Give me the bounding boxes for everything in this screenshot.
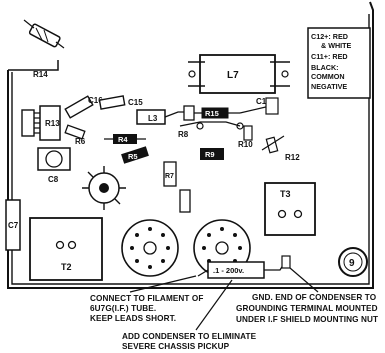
coil-l3: L3 — [136, 105, 195, 125]
note-filament: CONNECT TO FILAMENT OF 6U7G(I.F.) TUBE. … — [90, 294, 203, 323]
resistor-r4: R4 — [104, 134, 146, 144]
label-t2: T2 — [61, 262, 72, 272]
resistor-r10: R10 — [238, 125, 253, 149]
svg-text:6U7G(I.F.) TUBE.: 6U7G(I.F.) TUBE. — [90, 304, 156, 313]
transformer-t2: T2 — [29, 217, 103, 281]
svg-text:ADD CONDENSER TO ELIMINATE: ADD CONDENSER TO ELIMINATE — [122, 332, 257, 341]
legend-line-1: C12+: RED — [311, 32, 348, 41]
note-add-condenser: ADD CONDENSER TO ELIMINATE SEVERE CHASSI… — [122, 332, 257, 351]
label-r14: R14 — [33, 70, 48, 79]
label-r5: R5 — [128, 152, 138, 161]
legend-line-4: BLACK: — [311, 63, 339, 72]
resistor-r15: R15 — [194, 107, 240, 119]
legend-line-3: C11+: RED — [311, 52, 348, 61]
label-r10: R10 — [238, 140, 253, 149]
label-r15: R15 — [205, 109, 219, 118]
resistor-r6: R6 — [64, 124, 86, 146]
svg-text:GND. END OF CONDENSER TO: GND. END OF CONDENSER TO — [252, 293, 377, 302]
tube-socket-center — [82, 166, 126, 210]
resistor-r8: R8 — [178, 121, 244, 139]
label-c15: C15 — [128, 98, 143, 107]
resistor-r12: R12 — [261, 135, 300, 162]
note-ground: GND. END OF CONDENSER TO GROUNDING TERMI… — [236, 293, 378, 324]
label-c16: C16 — [88, 96, 103, 105]
connector-9: 9 — [338, 247, 368, 277]
svg-text:SEVERE CHASSIS PICKUP: SEVERE CHASSIS PICKUP — [122, 342, 230, 351]
capacitor-c15: C15 — [98, 95, 143, 110]
label-c14: C14 — [256, 97, 271, 106]
tube-socket-left — [121, 219, 179, 277]
resistor-r9: R9 — [200, 148, 224, 160]
resistor-r14: R14 — [23, 19, 65, 79]
label-l7: L7 — [227, 70, 239, 81]
resistor-r7: R7 — [163, 161, 191, 213]
transformer-t3: T3 — [264, 182, 316, 236]
lead-color-legend: C12+: RED & WHITE C11+: RED BLACK: COMMO… — [307, 27, 371, 99]
capacitor-c7: C7 — [5, 199, 21, 251]
svg-text:CONNECT TO FILAMENT OF: CONNECT TO FILAMENT OF — [90, 294, 203, 303]
legend-line-6: NEGATIVE — [311, 82, 347, 91]
label-r7: R7 — [165, 173, 174, 180]
capacitor-c8: C8 — [37, 147, 71, 184]
label-t3: T3 — [280, 189, 291, 199]
legend-line-5: COMMON — [311, 72, 345, 81]
label-r12: R12 — [285, 153, 300, 162]
label-9: 9 — [349, 258, 355, 269]
label-r4: R4 — [118, 135, 128, 144]
label-l3: L3 — [148, 114, 158, 123]
capacitor-c14: C14 — [239, 97, 279, 115]
label-c8: C8 — [48, 175, 59, 184]
svg-text:GROUNDING TERMINAL MOUNTED: GROUNDING TERMINAL MOUNTED — [236, 304, 378, 313]
choke-l7: L7 — [188, 54, 290, 94]
label-r13: R13 — [45, 119, 60, 128]
legend-line-2: & WHITE — [321, 41, 352, 50]
label-r8: R8 — [178, 130, 189, 139]
label-r6: R6 — [75, 137, 86, 146]
added-condenser: .1 - 200v. — [197, 255, 291, 279]
leader-lines — [129, 267, 319, 331]
resistor-r5: R5 — [121, 146, 149, 164]
label-cap-value: .1 - 200v. — [213, 266, 244, 275]
capacitor-c16: C16 — [64, 95, 103, 119]
potentiometer-r13: R13 — [21, 105, 61, 141]
svg-text:KEEP LEADS SHORT.: KEEP LEADS SHORT. — [90, 314, 176, 323]
svg-text:UNDER I.F SHIELD MOUNTING NUT: UNDER I.F SHIELD MOUNTING NUT — [236, 315, 378, 324]
label-c7: C7 — [8, 221, 19, 230]
label-r9: R9 — [205, 150, 215, 159]
